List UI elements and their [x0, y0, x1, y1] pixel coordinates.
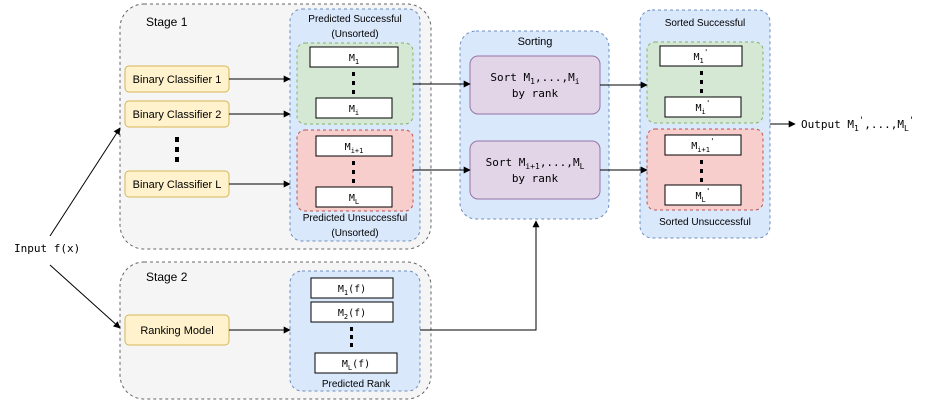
arrow-input-to-classifiers: [49, 127, 121, 237]
predicted-successful-top-label: M1: [349, 53, 359, 66]
sort-successful-line1: Sort M1,...,Mi: [490, 71, 579, 86]
predicted-rank-ellipsis: [350, 327, 353, 347]
predicted-rank-item-l-label: ML(f): [342, 359, 370, 372]
sort-unsuccessful-line2: by rank: [512, 172, 559, 185]
predicted-unsuccessful-ellipsis: [352, 161, 355, 183]
predicted-rank-item-1-label: M1(f): [338, 284, 366, 297]
stage2-title: Stage 2: [146, 270, 188, 284]
output-label: Output M1',...,ML': [801, 116, 914, 133]
predicted-successful-ellipsis: [352, 72, 355, 94]
sorted-successful-top-box: [659, 45, 743, 67]
sort-unsuccessful-line1: Sort Mi+1,...,ML: [486, 156, 585, 171]
predicted-successful-bottom-box: [315, 97, 393, 119]
sorted-unsuccessful-top-box: [664, 134, 742, 156]
predicted-successful-top-box: [309, 46, 399, 68]
predicted-successful-bottom-label: Mi: [349, 104, 359, 117]
predicted-rank-item-2-box: [310, 301, 394, 323]
sorted-unsuccessful-bottom-label: ML': [695, 187, 710, 204]
predicted-rank-title: Predicted Rank: [322, 379, 391, 390]
predicted-successful-subtitle: (Unsorted): [331, 29, 378, 40]
predicted-unsuccessful-top-box: [315, 135, 393, 157]
classifier-ellipsis: [175, 137, 179, 162]
ranking-model-label: Ranking Model: [140, 325, 213, 337]
binary-classifier-l-label: Binary Classifier L: [133, 179, 222, 191]
sort-successful-line2: by rank: [512, 87, 559, 100]
predicted-unsuccessful-bottom-box: [315, 186, 393, 208]
stage1-title: Stage 1: [146, 15, 188, 29]
sorted-successful-title: Sorted Successful: [665, 18, 746, 29]
predicted-successful-title: Predicted Successful: [308, 14, 401, 25]
arrow-input-to-ranking: [49, 264, 121, 329]
sorted-unsuccessful-bottom-box: [664, 184, 742, 206]
predicted-unsuccessful-bottom-label: ML: [349, 193, 359, 206]
predicted-rank-item-l-box: [314, 352, 398, 374]
sorted-successful-ellipsis: [700, 71, 703, 93]
input-label: Input f(x): [14, 242, 80, 255]
binary-classifier-1-label: Binary Classifier 1: [133, 74, 222, 86]
predicted-unsuccessful-top-label: Mi+1: [345, 142, 364, 155]
sorted-successful-bottom-label: Mi': [695, 99, 710, 116]
predicted-unsuccessful-title: Predicted Unsuccessful: [303, 213, 408, 224]
predicted-rank-item-1-box: [310, 277, 394, 299]
binary-classifier-2-label: Binary Classifier 2: [133, 109, 222, 121]
predicted-rank-item-2-label: M2(f): [338, 308, 366, 321]
sort-successful-box: [469, 55, 601, 115]
predicted-unsuccessful-subtitle: (Unsorted): [331, 228, 378, 239]
sorted-unsuccessful-top-label: Mi+1': [691, 137, 715, 154]
sorting-title: Sorting: [518, 36, 553, 48]
sorted-unsuccessful-ellipsis: [700, 160, 703, 182]
arrow-predicted-rank-to-sorting: [420, 220, 540, 331]
sorted-unsuccessful-title: Sorted Unsuccessful: [659, 217, 751, 228]
sorted-successful-bottom-box: [664, 96, 742, 118]
sorted-successful-top-label: M1': [693, 48, 708, 65]
